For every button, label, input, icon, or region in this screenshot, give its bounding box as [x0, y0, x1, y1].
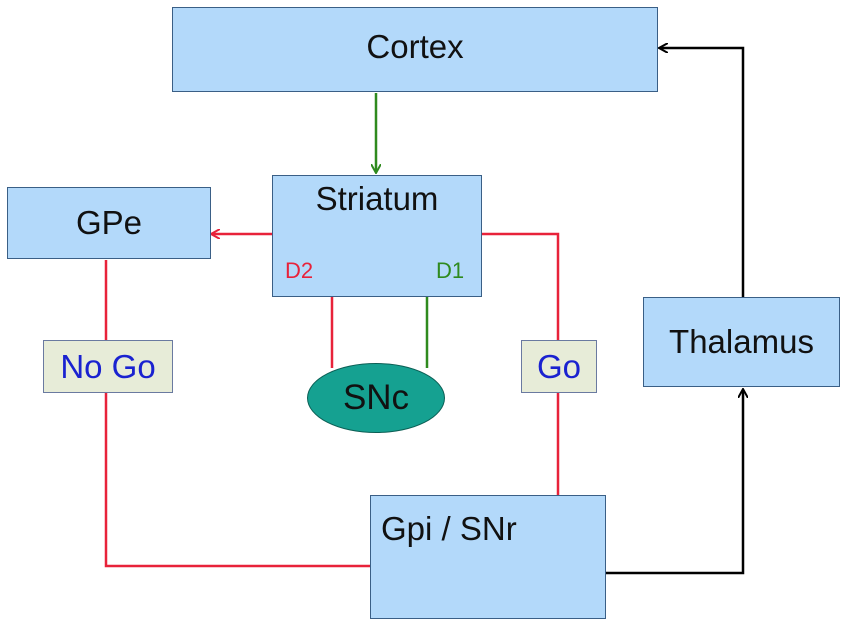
gpi-snr-label: Gpi / SNr: [381, 510, 517, 547]
no-go-label-box: No Go: [43, 340, 173, 393]
thalamus-label: Thalamus: [669, 323, 814, 360]
go-label-box: Go: [521, 340, 597, 393]
snc-label: SNc: [342, 378, 410, 417]
thalamus-to-cortex-arrow: [660, 48, 745, 297]
cortex-box: Cortex: [172, 7, 658, 92]
gpi-to-thalamus-arrow: [566, 390, 743, 575]
striatum-box: Striatum: [272, 175, 482, 297]
gpe-box: GPe: [7, 187, 211, 259]
gpe-label: GPe: [75, 204, 143, 241]
d1-receptor-label: D1: [436, 258, 465, 283]
striatum-label: Striatum: [315, 180, 439, 217]
cortex-label: Cortex: [366, 27, 464, 65]
d2-receptor-label: D2: [285, 258, 314, 283]
gpi-snr-box: Gpi / SNr: [370, 495, 606, 619]
go-label: Go: [536, 347, 582, 385]
no-go-label: No Go: [60, 347, 156, 385]
snc-ellipse: SNc: [307, 363, 445, 433]
thalamus-box: Thalamus: [643, 297, 840, 387]
